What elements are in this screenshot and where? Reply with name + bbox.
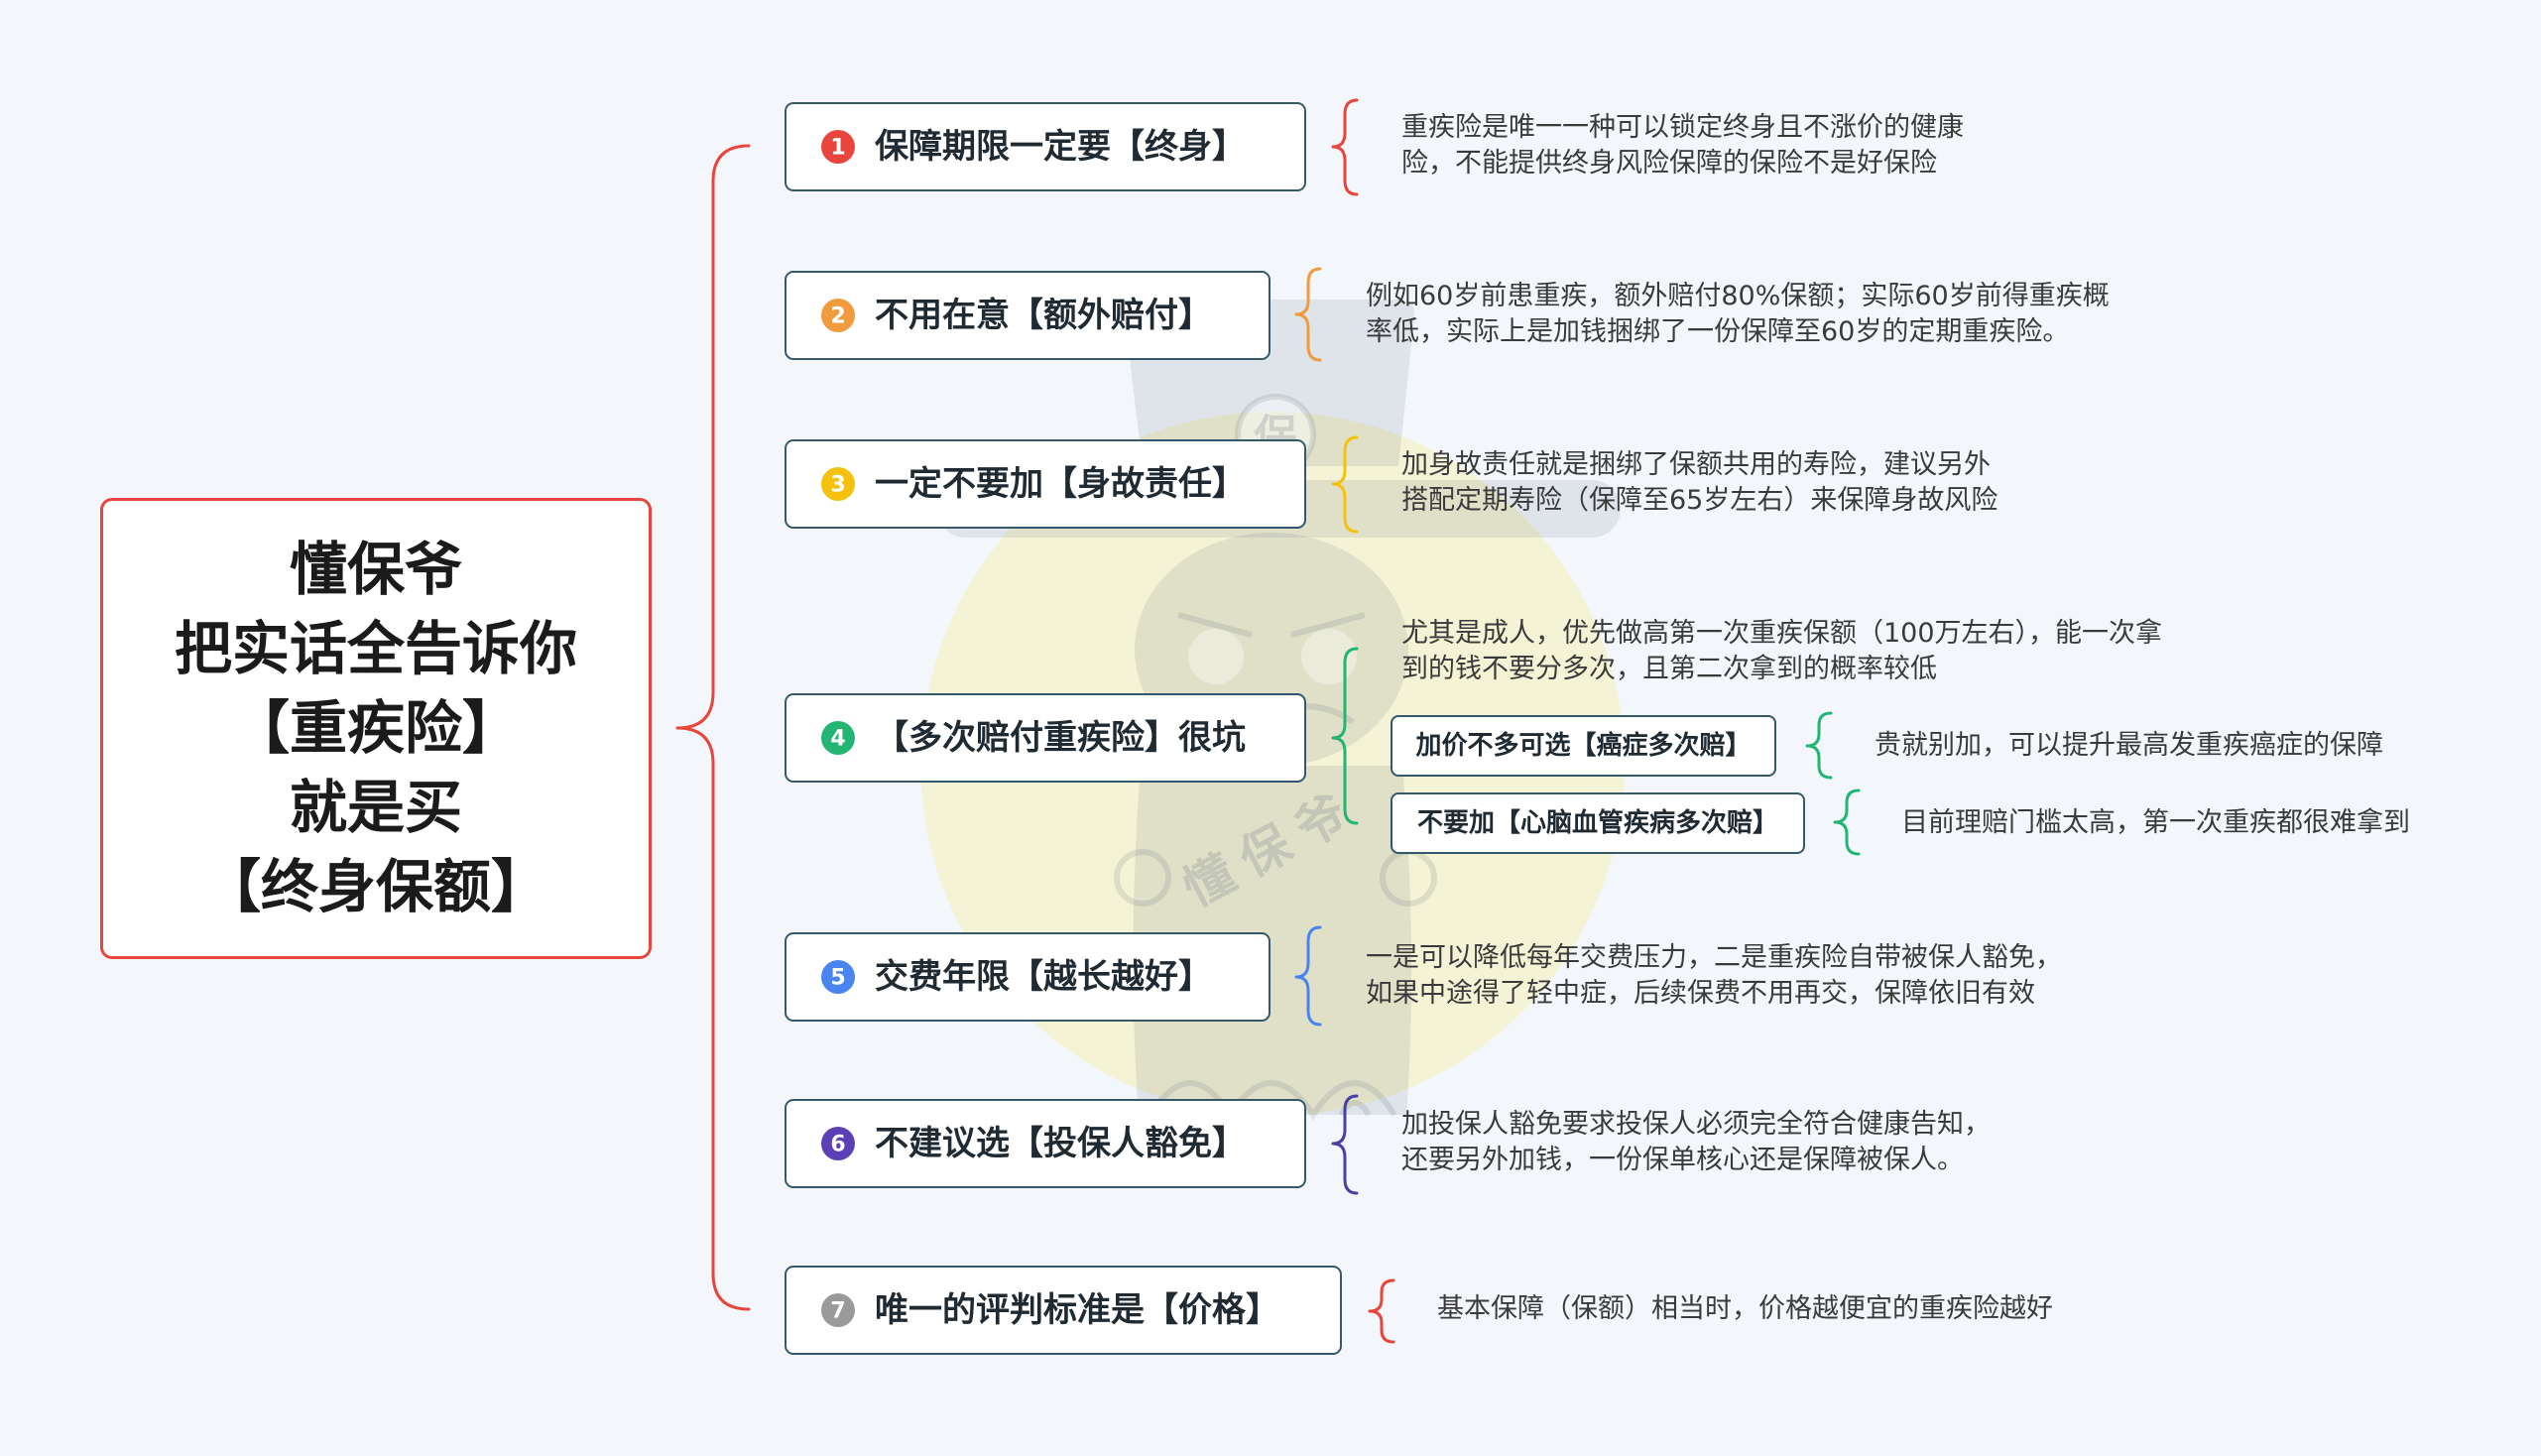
mascot-badge-left xyxy=(1114,849,1171,907)
branch-node-1: 1 保障期限一定要【终身】 xyxy=(785,102,1306,191)
brace-subbranch-4-2 xyxy=(1833,789,1861,856)
branch-desc-4: 尤其是成人，优先做高第一次重疾保额（100万左右），能一次拿 到的钱不要分多次，… xyxy=(1401,616,2162,687)
desc-line: 重疾险是唯一一种可以锁定终身且不涨价的健康 xyxy=(1401,112,1964,143)
branch-title-7: 唯一的评判标准是【价格】 xyxy=(875,1290,1279,1330)
desc-line: 率低，实际上是加钱捆绑了一份保障至60岁的定期重疾险。 xyxy=(1366,316,2070,347)
branch-title-3: 一定不要加【身故责任】 xyxy=(875,464,1246,504)
number-badge-1: 1 xyxy=(821,130,855,164)
number-badge-circle xyxy=(821,1293,855,1327)
mascot-eye-left xyxy=(1188,629,1244,684)
number-badge-circle xyxy=(821,721,855,755)
desc-line: 险，不能提供终身风险保障的保险不是好保险 xyxy=(1401,148,1937,179)
mascot-brows xyxy=(1177,612,1366,638)
brace-branch-2 xyxy=(1294,267,1322,362)
brace-root xyxy=(675,144,751,1311)
branch-title-6: 不建议选【投保人豁免】 xyxy=(875,1124,1246,1163)
number-badge-6: 6 xyxy=(821,1127,855,1160)
brace-branch-5 xyxy=(1294,925,1322,1027)
branch-desc-5: 一是可以降低每年交费压力，二是重疾险自带被保人豁免， 如果中途得了轻中症，后续保… xyxy=(1366,940,2062,1012)
branch-node-5: 5 交费年限【越长越好】 xyxy=(785,932,1270,1022)
branch-node-2: 2 不用在意【额外赔付】 xyxy=(785,271,1270,360)
branch-node-7: 7 唯一的评判标准是【价格】 xyxy=(785,1266,1342,1355)
desc-line: 基本保障（保额）相当时，价格越便宜的重疾险越好 xyxy=(1437,1293,2053,1324)
brace-branch-6 xyxy=(1331,1094,1359,1195)
desc-line: 还要另外加钱，一份保单核心还是保障被保人。 xyxy=(1401,1145,1964,1175)
branch-desc-7: 基本保障（保额）相当时，价格越便宜的重疾险越好 xyxy=(1437,1291,2053,1327)
desc-line: 到的钱不要分多次，且第二次拿到的概率较低 xyxy=(1401,654,1937,684)
mascot-eye-right xyxy=(1301,629,1357,684)
subbranch-node-4-1: 加价不多可选【癌症多次赔】 xyxy=(1391,715,1776,777)
desc-line: 尤其是成人，优先做高第一次重疾保额（100万左右），能一次拿 xyxy=(1401,618,2163,649)
number-badge-circle xyxy=(821,960,855,994)
number-badge-label: 4 xyxy=(830,727,845,752)
number-badge-5: 5 xyxy=(821,960,855,994)
subbranch-node-4-2: 不要加【心脑血管疾病多次赔】 xyxy=(1391,792,1805,854)
brace-branch-1 xyxy=(1331,98,1359,196)
branch-node-6: 6 不建议选【投保人豁免】 xyxy=(785,1099,1306,1188)
root-node: 懂保爷 把实话全告诉你 【重疾险】 就是买 【终身保额】 xyxy=(100,498,652,959)
root-title-line-4: 就是买 xyxy=(289,774,462,841)
number-badge-label: 3 xyxy=(830,473,845,498)
root-title-line-3: 【重疾险】 xyxy=(231,694,520,762)
number-badge-circle xyxy=(821,299,855,332)
desc-line: 加投保人豁免要求投保人必须完全符合健康告知， xyxy=(1401,1109,1991,1140)
number-badge-label: 1 xyxy=(830,136,845,161)
number-badge-7: 7 xyxy=(821,1293,855,1327)
desc-line: 一是可以降低每年交费压力，二是重疾险自带被保人豁免， xyxy=(1366,942,2062,973)
number-badge-circle xyxy=(821,130,855,164)
brace-subbranch-4-1 xyxy=(1805,711,1833,780)
number-badge-3: 3 xyxy=(821,467,855,501)
desc-line: 加身故责任就是捆绑了保额共用的寿险，建议另外 xyxy=(1401,449,1991,480)
branch-node-4: 4 【多次赔付重疾险】很坑 xyxy=(785,693,1306,783)
branch-desc-3: 加身故责任就是捆绑了保额共用的寿险，建议另外 搭配定期寿险（保障至65岁左右）来… xyxy=(1401,447,1997,519)
branch-title-5: 交费年限【越长越好】 xyxy=(875,957,1212,997)
brace-branch-4 xyxy=(1331,647,1359,825)
root-title-line-1: 懂保爷 xyxy=(289,536,462,603)
branch-title-1: 保障期限一定要【终身】 xyxy=(875,127,1246,167)
branch-title-4: 【多次赔付重疾险】很坑 xyxy=(875,718,1246,758)
branch-node-3: 3 一定不要加【身故责任】 xyxy=(785,439,1306,529)
number-badge-label: 7 xyxy=(830,1299,845,1324)
brace-branch-7 xyxy=(1368,1278,1395,1344)
number-badge-2: 2 xyxy=(821,299,855,332)
desc-line: 搭配定期寿险（保障至65岁左右）来保障身故风险 xyxy=(1401,485,1998,516)
mascot-robe xyxy=(1133,766,1412,1115)
number-badge-label: 2 xyxy=(830,304,845,329)
number-badge-circle xyxy=(821,1127,855,1160)
branch-desc-6: 加投保人豁免要求投保人必须完全符合健康告知， 还要另外加钱，一份保单核心还是保障… xyxy=(1401,1107,1991,1178)
number-badge-circle xyxy=(821,467,855,501)
number-badge-label: 6 xyxy=(830,1133,845,1157)
subbranch-desc-4-1: 贵就别加，可以提升最高发重疾癌症的保障 xyxy=(1875,730,2383,761)
brace-branch-3 xyxy=(1331,435,1359,534)
root-title-line-5: 【终身保额】 xyxy=(202,853,548,920)
subbranch-desc-4-2: 目前理赔门槛太高，第一次重疾都很难拿到 xyxy=(1901,807,2410,838)
branch-desc-2: 例如60岁前患重疾，额外赔付80%保额；实际60岁前得重疾概 率低，实际上是加钱… xyxy=(1366,279,2110,350)
branch-title-2: 不用在意【额外赔付】 xyxy=(875,296,1212,335)
number-badge-4: 4 xyxy=(821,721,855,755)
connector-braces xyxy=(675,98,1861,1344)
number-badge-label: 5 xyxy=(830,966,845,991)
root-title-line-2: 把实话全告诉你 xyxy=(174,615,577,682)
desc-line: 如果中途得了轻中症，后续保费不用再交，保障依旧有效 xyxy=(1366,978,2035,1009)
branch-desc-1: 重疾险是唯一一种可以锁定终身且不涨价的健康 险，不能提供终身风险保障的保险不是好… xyxy=(1401,110,1964,182)
desc-line: 例如60岁前患重疾，额外赔付80%保额；实际60岁前得重疾概 xyxy=(1366,281,2110,311)
